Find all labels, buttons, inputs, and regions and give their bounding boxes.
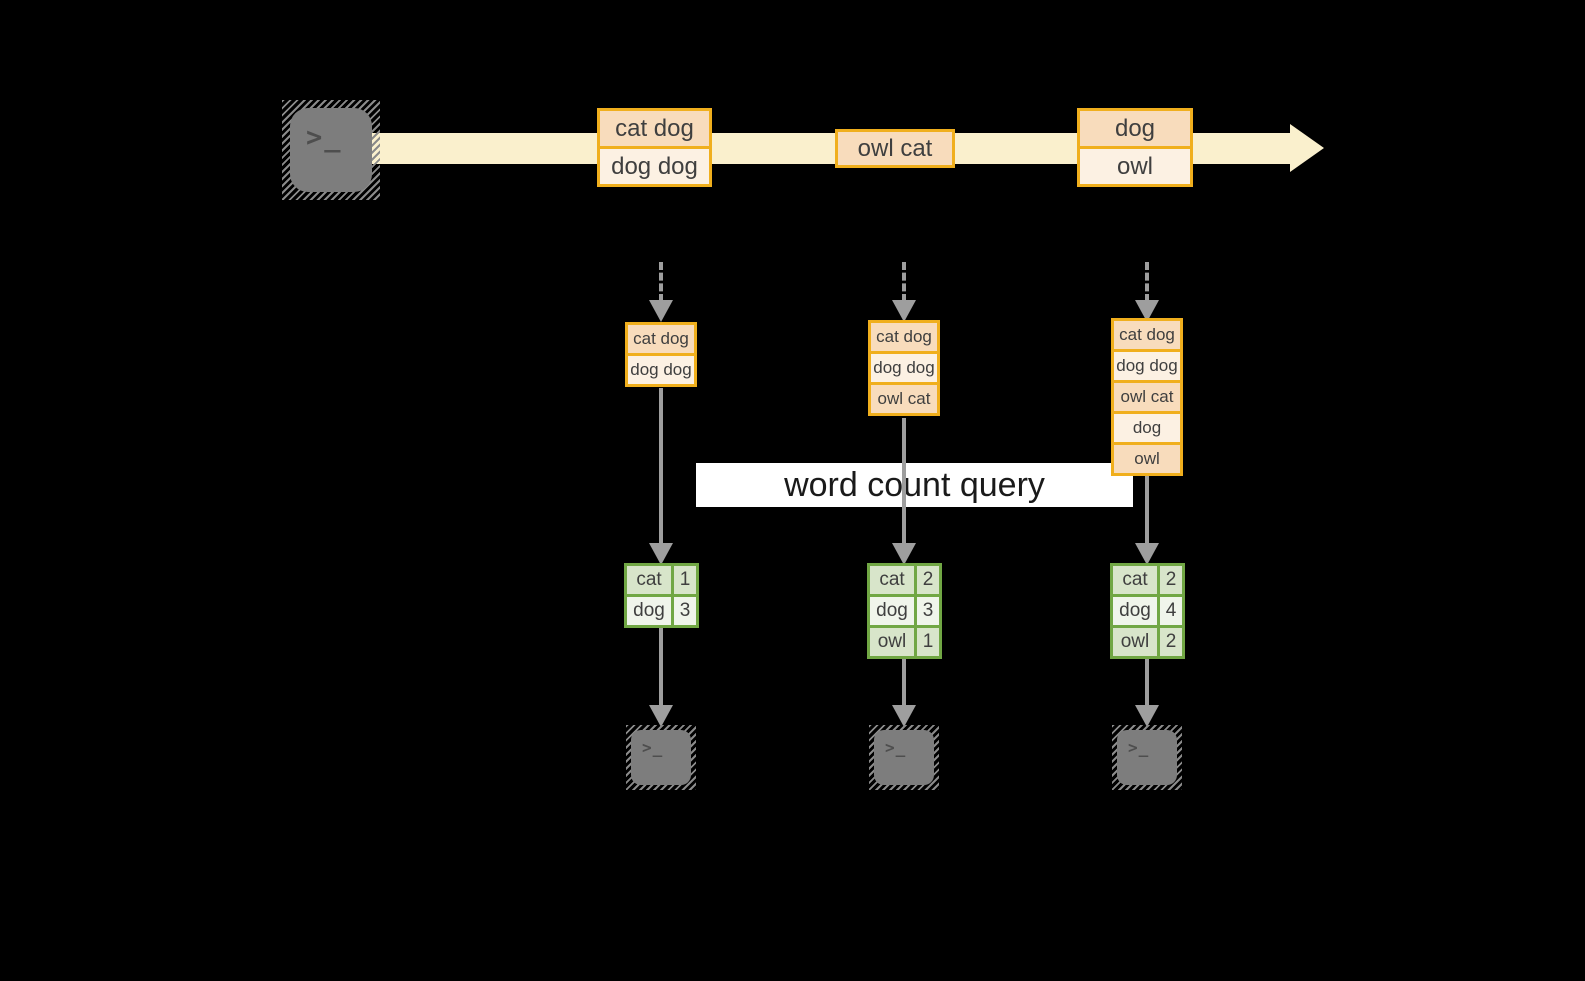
- batch-accumulator-2: cat dog dog dog owl cat: [868, 320, 940, 416]
- query-arrow-line: [659, 388, 663, 545]
- terminal-prompt-glyph: >_: [885, 738, 907, 757]
- accumulator-cell: dog: [1114, 414, 1180, 442]
- batch-accumulator-3: cat dog dog dog owl cat dog owl: [1111, 318, 1183, 476]
- query-arrow-head-icon: [892, 543, 916, 565]
- output-terminal-icon: >_: [626, 725, 696, 790]
- output-arrow-head-icon: [892, 705, 916, 727]
- query-arrow-line: [902, 418, 906, 545]
- terminal-prompt-glyph: >_: [1128, 738, 1150, 757]
- stream-cell: owl cat: [838, 132, 952, 165]
- count-value-cell: 2: [1160, 628, 1182, 656]
- output-arrow-line: [902, 659, 906, 707]
- accumulator-cell: owl cat: [871, 385, 937, 413]
- source-terminal-icon: >_: [282, 100, 380, 200]
- count-word-cell: cat: [870, 566, 914, 594]
- batch-accumulator-1: cat dog dog dog: [625, 322, 697, 387]
- accumulator-cell: dog dog: [1114, 352, 1180, 380]
- output-terminal-icon: >_: [869, 725, 939, 790]
- accumulator-cell: dog dog: [871, 354, 937, 382]
- output-terminal-body: >_: [874, 730, 934, 785]
- output-arrow-head-icon: [1135, 705, 1159, 727]
- query-label: word count query: [696, 463, 1133, 507]
- down-arrow-dash: [902, 262, 906, 302]
- accumulator-cell: cat dog: [628, 325, 694, 353]
- output-terminal-icon: >_: [1112, 725, 1182, 790]
- output-terminal-body: >_: [631, 730, 691, 785]
- query-arrow-head-icon: [1135, 543, 1159, 565]
- count-value-cell: 2: [917, 566, 939, 594]
- count-value-cell: 3: [917, 597, 939, 625]
- output-arrow-head-icon: [649, 705, 673, 727]
- down-arrow-head-icon: [649, 300, 673, 322]
- count-value-cell: 4: [1160, 597, 1182, 625]
- down-arrow-dash: [1145, 262, 1149, 302]
- stream-cell: cat dog: [600, 111, 709, 146]
- query-arrow-line: [1145, 475, 1149, 545]
- count-word-cell: cat: [627, 566, 671, 594]
- accumulator-cell: dog dog: [628, 356, 694, 384]
- accumulator-cell: cat dog: [871, 323, 937, 351]
- accumulator-cell: owl: [1114, 445, 1180, 473]
- query-arrow-head-icon: [649, 543, 673, 565]
- output-terminal-body: >_: [1117, 730, 1177, 785]
- count-value-cell: 2: [1160, 566, 1182, 594]
- count-word-cell: owl: [1113, 628, 1157, 656]
- terminal-prompt-glyph: >_: [306, 122, 343, 153]
- stream-cell: owl: [1080, 149, 1190, 184]
- accumulator-cell: cat dog: [1114, 321, 1180, 349]
- stream-cell: dog: [1080, 111, 1190, 146]
- count-word-cell: dog: [627, 597, 671, 625]
- down-arrow-dash: [659, 262, 663, 302]
- count-word-cell: dog: [870, 597, 914, 625]
- count-word-cell: owl: [870, 628, 914, 656]
- accumulator-cell: owl cat: [1114, 383, 1180, 411]
- down-arrow-head-icon: [892, 300, 916, 322]
- count-value-cell: 3: [674, 597, 696, 625]
- count-value-cell: 1: [917, 628, 939, 656]
- count-word-cell: dog: [1113, 597, 1157, 625]
- down-arrow-head-icon: [1135, 300, 1159, 322]
- stream-cell: dog dog: [600, 149, 709, 184]
- stream-batch-2: owl cat: [835, 129, 955, 168]
- source-terminal-body: >_: [290, 108, 372, 192]
- terminal-prompt-glyph: >_: [642, 738, 664, 757]
- count-word-cell: cat: [1113, 566, 1157, 594]
- output-arrow-line: [1145, 659, 1149, 707]
- count-value-cell: 1: [674, 566, 696, 594]
- stream-arrow-head-icon: [1290, 124, 1324, 172]
- output-arrow-line: [659, 628, 663, 707]
